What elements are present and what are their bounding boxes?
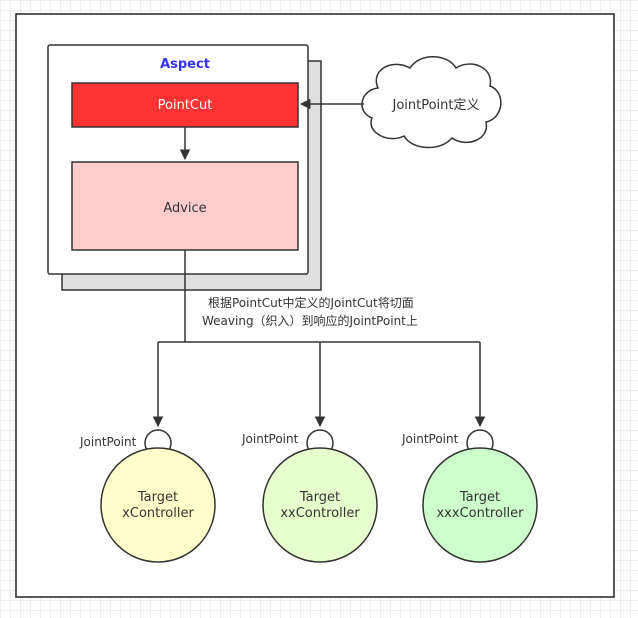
target-node-3[interactable] (422, 447, 538, 563)
aspect-title: Aspect (160, 57, 210, 72)
target-2-line1: Target (299, 490, 340, 505)
weaving-note-line1: 根据PointCut中定义的JointCut将切面 (208, 295, 414, 310)
target-node-2[interactable] (262, 447, 378, 563)
pointcut-box[interactable] (71, 82, 299, 128)
jointpoint-label-2: JointPoint (241, 432, 299, 446)
pointcut-label: PointCut (158, 98, 213, 113)
jointpoint-definition-cloud[interactable] (361, 56, 502, 149)
cloud-label: JointPoint定义 (391, 98, 479, 113)
target-1-line2: xController (122, 506, 194, 521)
target-2-line2: xxController (280, 506, 360, 521)
target-3-line2: xxxController (436, 506, 524, 521)
jointpoint-label-3: JointPoint (401, 432, 459, 446)
target-3-line1: Target (459, 490, 500, 505)
target-1-line1: Target (137, 490, 178, 505)
advice-box[interactable] (71, 161, 299, 251)
weaving-note-line2: Weaving（织入）到响应的JointPoint上 (202, 313, 418, 328)
jointpoint-label-1: JointPoint (79, 435, 137, 449)
advice-label: Advice (163, 201, 206, 216)
target-node-1[interactable] (100, 447, 216, 563)
